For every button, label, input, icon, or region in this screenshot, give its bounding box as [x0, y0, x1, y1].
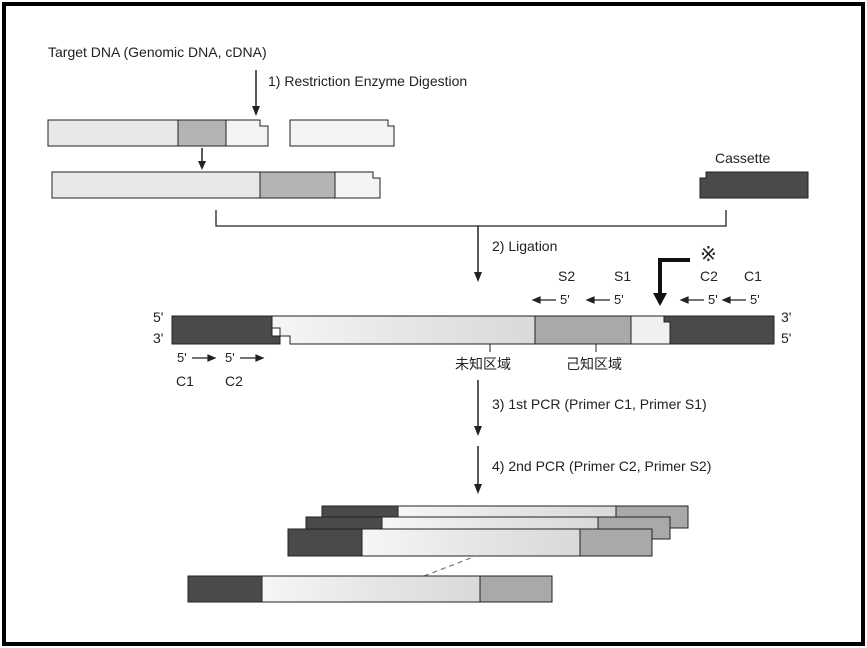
five-prime-c2: 5'	[708, 292, 718, 307]
left-five-prime-c2: 5'	[225, 350, 235, 365]
primer-c1-label: C1	[744, 268, 762, 284]
primer-s1-label: S1	[614, 268, 632, 284]
label-step1: 1) Restriction Enzyme Digestion	[268, 73, 468, 89]
five-prime-c1: 5'	[750, 292, 760, 307]
cassette-junction-arrow	[658, 258, 690, 296]
label-step2: 2) Ligation	[492, 238, 558, 254]
label-cassette: Cassette	[715, 150, 771, 166]
primer-arrows-left	[192, 354, 265, 362]
left-primer-c1-label: C1	[176, 373, 194, 389]
left-five-prime-c1: 5'	[177, 350, 187, 365]
primer-arrows-right	[531, 296, 746, 304]
primer-c2-label: C2	[700, 268, 718, 284]
label-step3: 3) 1st PCR (Primer C1, Primer S1)	[492, 396, 707, 412]
left-primer-c2-label: C2	[225, 373, 243, 389]
five-prime-s2: 5'	[560, 292, 570, 307]
left-top-end: 5'	[153, 309, 164, 325]
pcr-products-stack	[287, 505, 689, 557]
fragment-2	[289, 119, 395, 147]
cassette-block	[699, 171, 809, 199]
ligation-bracket	[215, 210, 727, 227]
right-top-end: 3'	[781, 309, 792, 325]
final-product	[187, 575, 553, 603]
label-known-region: 己知区域	[566, 356, 622, 372]
five-prime-s1: 5'	[614, 292, 624, 307]
fragment-3	[51, 171, 381, 199]
ligation-product	[171, 315, 775, 345]
right-bottom-end: 5'	[781, 330, 792, 346]
label-step4: 4) 2nd PCR (Primer C2, Primer S2)	[492, 458, 712, 474]
label-target-dna: Target DNA (Genomic DNA, cDNA)	[48, 44, 267, 60]
primer-s2-label: S2	[558, 268, 576, 284]
asterisk-mark: ※	[700, 244, 717, 266]
label-unknown-region: 未知区域	[455, 356, 511, 372]
left-bottom-end: 3'	[153, 330, 164, 346]
fragment-1	[47, 119, 269, 147]
